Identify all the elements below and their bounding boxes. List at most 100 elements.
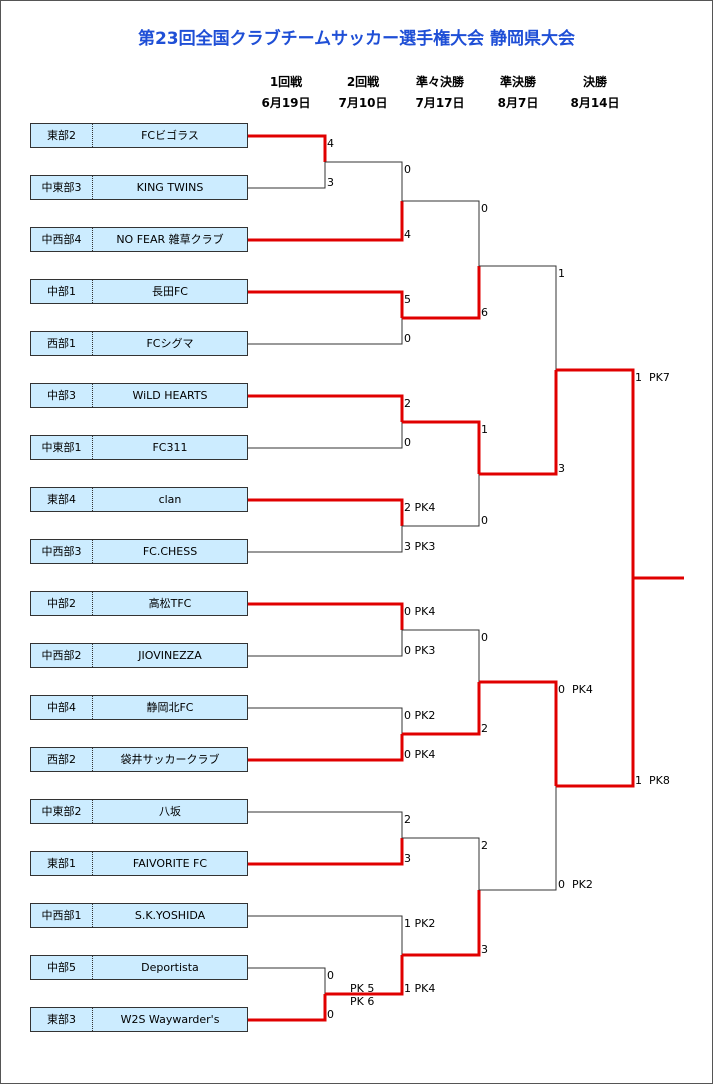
team-name: Deportista [141, 961, 199, 974]
team-region: 中東部2 [31, 800, 93, 823]
bracket-line-winner [556, 368, 635, 578]
score-label: 3 [404, 852, 411, 865]
score-label: 0 PK3 [404, 644, 436, 657]
page-title: 第23回全国クラブチームサッカー選手権大会 静岡県大会 [137, 29, 576, 49]
team-name: KING TWINS [136, 181, 204, 194]
score-label: 0 [481, 631, 488, 644]
bracket-line-winner [248, 134, 327, 162]
team-name: FC311 [152, 441, 188, 454]
score-label: 3 PK3 [404, 540, 436, 553]
bracket-line-loser [479, 786, 557, 891]
team-region: 中西部2 [31, 644, 93, 667]
bracket-line-winner [402, 420, 481, 474]
semifinal-name: 準決勝 [499, 75, 536, 89]
score-label: 2 [481, 722, 488, 735]
score-label: 0 PK2 [558, 878, 593, 891]
quarterfinal-name: 準々決勝 [415, 75, 464, 89]
score-label: 1 [558, 267, 565, 280]
score-label: 3 [327, 176, 334, 189]
team-name: NO FEAR 雑草クラブ [116, 233, 224, 246]
score-label: PK 6 [350, 995, 375, 1008]
bracket-line-winner [248, 994, 327, 1022]
bracket-line-loser [325, 161, 403, 201]
team-box: 中部2 高松TFC [30, 591, 248, 616]
bracket-line-winner [402, 682, 481, 736]
team-name: 長田FC [151, 285, 188, 298]
score-label: 0 [327, 969, 334, 982]
team-box: 中西部2 JIOVINEZZA [30, 643, 248, 668]
bracket-line-winner [479, 680, 558, 786]
bracket-line-winner [248, 498, 404, 526]
score-label: 2 [404, 813, 411, 826]
team-name: 静岡北FC [146, 701, 194, 714]
team-name: 袋井サッカークラブ [120, 753, 220, 766]
score-label: 1 [481, 423, 488, 436]
score-label: 0 [481, 514, 488, 527]
score-label: 0 [481, 202, 488, 215]
quarterfinal-date: 7月17日 [415, 96, 465, 110]
score-label: 0 [404, 332, 411, 345]
score-label: 1 PK2 [404, 917, 436, 930]
bracket-line-winner [325, 955, 404, 996]
team-region: 西部1 [31, 332, 93, 355]
team-box: 中西部4 NO FEAR 雑草クラブ [30, 227, 248, 252]
team-region: 中部2 [31, 592, 93, 615]
round-1-date: 6月19日 [261, 96, 311, 110]
bracket-line-loser [402, 629, 480, 682]
round-1-name: 1回戦 [269, 75, 303, 89]
team-box: 中部5 Deportista [30, 955, 248, 980]
score-label: 4 [404, 228, 411, 241]
team-region: 中部3 [31, 384, 93, 407]
team-region: 中西部3 [31, 540, 93, 563]
team-box: 中東部3 KING TWINS [30, 175, 248, 200]
bracket-line-winner [248, 290, 404, 318]
score-label: 2 PK4 [404, 501, 436, 514]
bracket-line-winner [402, 266, 481, 320]
score-label: 1 PK7 [635, 371, 670, 384]
bracket-line-loser [248, 422, 403, 449]
team-region: 中西部4 [31, 228, 93, 251]
score-label: 3 [481, 943, 488, 956]
team-region: 中部4 [31, 696, 93, 719]
team-name: WiLD HEARTS [132, 389, 208, 402]
team-box: 中部4 静岡北FC [30, 695, 248, 720]
team-region: 中部5 [31, 956, 93, 979]
bracket-line-winner [248, 734, 404, 762]
bracket-line-loser [248, 526, 403, 553]
bracket-line-loser [248, 811, 403, 838]
bracket-line-loser [248, 707, 403, 734]
score-label: 3 [558, 462, 565, 475]
bracket-line-loser [248, 915, 403, 955]
score-label: 0 [404, 436, 411, 449]
score-label: 5 [404, 293, 411, 306]
team-box: 中部1 長田FC [30, 279, 248, 304]
team-name: W2S Waywarder's [120, 1013, 220, 1026]
team-name: clan [158, 493, 182, 506]
bracket-line-winner [248, 394, 404, 422]
team-name: JIOVINEZZA [138, 649, 202, 662]
team-region: 中西部1 [31, 904, 93, 927]
team-region: 中部1 [31, 280, 93, 303]
round-2-name: 2回戦 [346, 75, 380, 89]
bracket-line-winner [479, 370, 558, 476]
team-name: 高松TFC [148, 597, 192, 610]
score-label: 4 [327, 137, 334, 150]
score-label: PK 5 [350, 982, 375, 995]
score-label: 6 [481, 306, 488, 319]
bracket-line-loser [248, 967, 326, 994]
score-label: 0 PK4 [404, 748, 436, 761]
bracket-line-loser [248, 162, 326, 189]
bracket-line-loser [402, 200, 480, 266]
bracket-line-loser [248, 630, 403, 657]
score-label: 1 PK4 [404, 982, 436, 995]
team-region: 中東部3 [31, 176, 93, 199]
bracket-line-loser [402, 837, 480, 890]
